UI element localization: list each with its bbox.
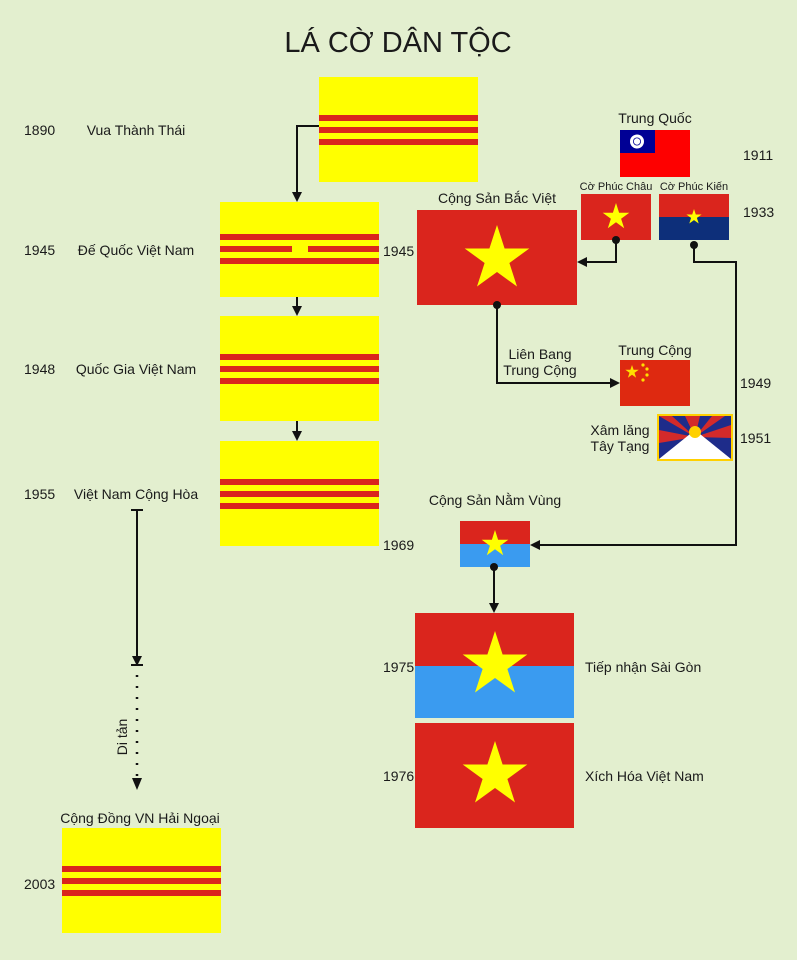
tibet-label: Tây Tạng <box>591 438 650 454</box>
star-icon <box>462 741 528 803</box>
lien-bang-label: Liên Bang <box>508 346 571 362</box>
connector-dots <box>490 236 698 571</box>
star-icon <box>625 365 639 378</box>
right-connectors <box>489 240 737 613</box>
trung-cong-label: Trung Cộng <box>618 342 691 358</box>
flag-cong-san-nam-vung <box>460 521 530 567</box>
era-label: Quốc Gia Việt Nam <box>76 361 196 377</box>
trung-quoc-label: Trung Quốc <box>618 110 691 126</box>
flag-cong-san-bac-viet <box>417 210 577 305</box>
year-label: 1969 <box>383 537 414 553</box>
flag-vua-thanh-thai <box>319 77 478 182</box>
left-connectors <box>131 125 319 778</box>
flag-de-quoc-viet-nam <box>220 202 379 297</box>
year-label: 1911 <box>743 147 773 163</box>
exodus-label: Di tản <box>114 719 130 756</box>
year-label: 1975 <box>383 659 414 675</box>
label-1976: Xích Hóa Việt Nam <box>585 768 704 784</box>
era-label: Việt Nam Cộng Hòa <box>74 486 198 502</box>
star-icon <box>462 631 528 693</box>
flag-phuc-kien <box>659 194 729 240</box>
label-1975: Tiếp nhận Sài Gòn <box>585 659 701 675</box>
phuc-kien-label: Cờ Phúc Kiến <box>660 181 728 193</box>
year-label: 1933 <box>743 204 774 220</box>
year-label: 1976 <box>383 768 414 784</box>
flag-tay-tang <box>657 414 733 461</box>
year-label: 2003 <box>24 876 55 892</box>
year-label: 1949 <box>740 375 771 391</box>
bac-viet-label: Cộng Sản Bắc Việt <box>438 190 556 206</box>
year-label: 1948 <box>24 361 55 377</box>
flag-phuc-chau <box>581 194 651 240</box>
lien-bang-label: Trung Cộng <box>503 362 576 378</box>
flag-viet-nam-cong-hoa <box>220 441 379 546</box>
arrow-head-icon <box>132 778 142 790</box>
star-icon <box>464 225 530 287</box>
star-icon <box>481 530 509 556</box>
year-label: 1945 <box>383 243 414 259</box>
flag-quoc-gia-viet-nam <box>220 316 379 421</box>
flag-hai-ngoai <box>62 828 221 933</box>
era-label: Đế Quốc Việt Nam <box>78 242 194 258</box>
overseas-label: Cộng Đồng VN Hải Ngoại <box>60 810 220 826</box>
phuc-chau-label: Cờ Phúc Châu <box>580 181 653 193</box>
page-title: LÁ CỜ DÂN TỘC <box>284 25 511 59</box>
year-label: 1951 <box>740 430 771 446</box>
flag-1975 <box>415 613 574 718</box>
year-label: 1890 <box>24 122 55 138</box>
flag-trung-quoc-1911 <box>620 130 690 177</box>
year-label: 1955 <box>24 486 55 502</box>
flag-1976 <box>415 723 574 828</box>
flag-trung-cong <box>620 360 690 406</box>
tibet-label: Xâm lăng <box>590 422 649 438</box>
star-icon <box>686 209 702 224</box>
year-label: 1945 <box>24 242 55 258</box>
nam-vung-label: Cộng Sản Nằm Vùng <box>429 492 561 508</box>
star-icon <box>602 203 630 229</box>
era-label: Vua Thành Thái <box>87 122 186 138</box>
